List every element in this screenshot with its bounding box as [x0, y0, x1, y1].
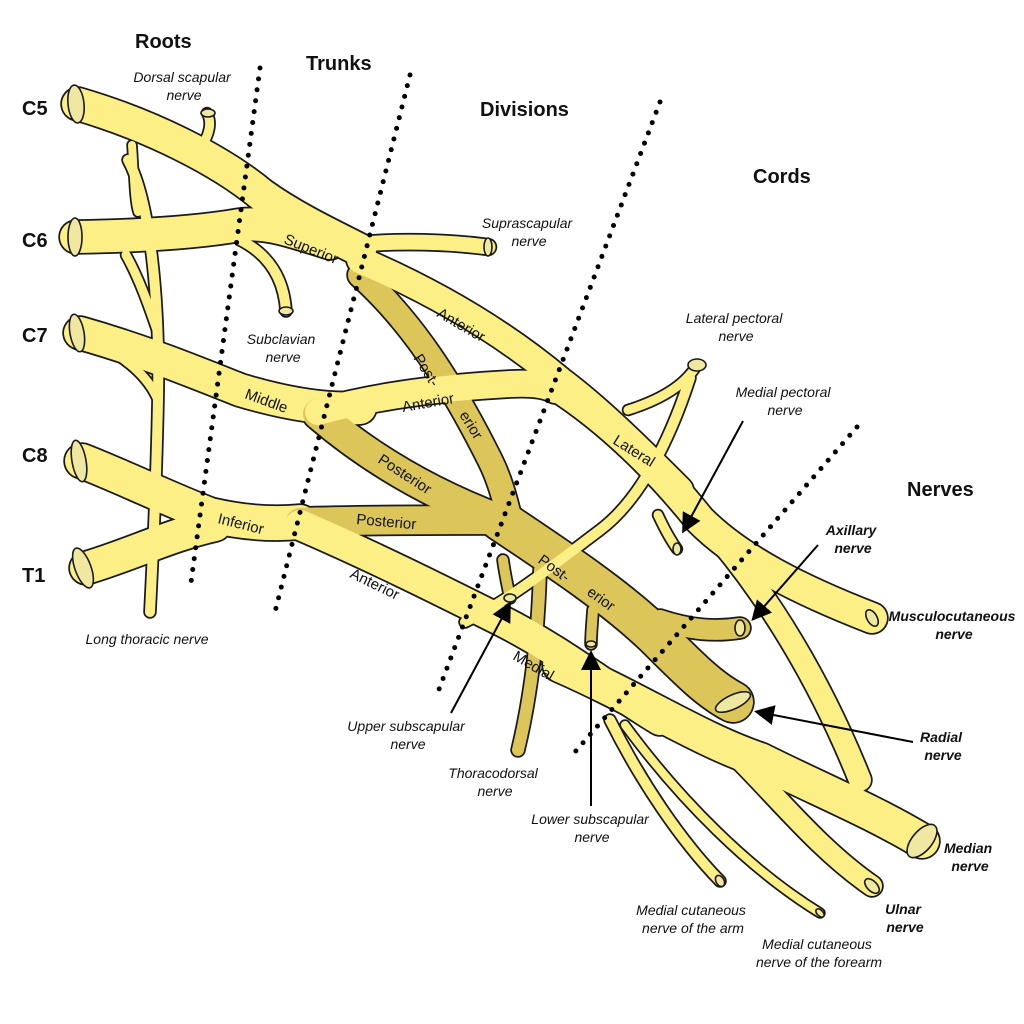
c6-root: [60, 208, 346, 259]
medial-pectoral-arrow: [682, 420, 744, 534]
medial-cutaneous-forearm-label: Medial cutaneous nerve of the forearm: [756, 936, 882, 970]
t1-root-cap: [71, 547, 95, 589]
suprascapular-nerve: [342, 234, 496, 255]
medial-cutaneous-arm: [605, 715, 725, 886]
medial-pectoral-cap: [672, 542, 682, 556]
musculocutaneous-cap: [864, 609, 880, 627]
roots-trunks-divider: [187, 65, 263, 593]
c8-root: [65, 444, 317, 541]
pointer-arrows: [450, 420, 914, 806]
nerve-fills: [60, 88, 939, 917]
long-thoracic-label: Long thoracic nerve: [86, 631, 209, 647]
musculo-lateral-median-root: [709, 529, 871, 791]
posterior-cord: [480, 500, 753, 722]
nerves-header: Nerves: [907, 479, 974, 501]
median-nerve-label: Median nerve: [944, 840, 996, 874]
c7-root-cap: [68, 313, 86, 353]
lateral-pectoral-label: Lateral pectoral nerve: [686, 310, 786, 344]
axillary-nerve-label: Axillary nerve: [825, 522, 880, 556]
axillary-nerve: [650, 610, 750, 640]
c5-long-thoracic-branch: [128, 141, 142, 216]
thoracodorsal-label: Thoracodorsal nerve: [448, 765, 541, 799]
medial-cutaneous-forearm: [621, 721, 824, 917]
median-cap: [906, 823, 938, 859]
ulnar-nerve: [730, 750, 882, 896]
lateral-pectoral-cap: [687, 358, 707, 372]
ulnar-cap: [863, 877, 881, 895]
c5-label: C5: [22, 98, 48, 120]
subclavian-label: Subclavian nerve: [247, 331, 319, 365]
upper-subscapular-label: Upper subscapular nerve: [347, 718, 468, 752]
c7-label: C7: [22, 325, 48, 347]
t1-label: T1: [22, 565, 45, 587]
thoracodorsal-nerve: [512, 564, 546, 756]
medial-pectoral-label: Medial pectoral nerve: [736, 384, 835, 418]
medial-cord: [543, 648, 939, 858]
t1-root: [70, 509, 231, 584]
roots-header: Roots: [135, 31, 192, 53]
region-headers: Roots Trunks Divisions Cords Nerves: [135, 31, 974, 501]
musculocutaneous-nerve-label: Musculocutaneous nerve: [889, 608, 1020, 642]
c8-root-cap: [70, 439, 88, 483]
c6-root-cap: [67, 217, 83, 257]
long-thoracic-c6-branch: [121, 250, 162, 335]
radial-cap: [714, 690, 752, 714]
suprascapular-cap: [483, 237, 493, 257]
trunks-divisions-divider: [272, 72, 413, 615]
medial-cutaneous-arm-label: Medial cutaneous nerve of the arm: [636, 902, 750, 936]
dorsal-scapular-label: Dorsal scapular nerve: [133, 69, 234, 103]
ulnar-nerve-label: Ulnar nerve: [885, 901, 925, 935]
radial-nerve-label: Radial nerve: [920, 729, 966, 763]
subclavian-cap: [278, 306, 294, 316]
upper-subscapular-arrow: [450, 601, 511, 714]
radial-arrow: [754, 705, 914, 743]
region-dividers: [187, 65, 860, 755]
cords-header: Cords: [753, 166, 811, 188]
lower-subscapular-cap: [585, 640, 597, 648]
anterior-middle-division: [305, 370, 568, 425]
branch-labels: Dorsal scapular nerve Suprascapular nerv…: [86, 69, 883, 970]
suprascapular-label: Suprascapular nerve: [482, 215, 576, 249]
nerve-end-caps: [66, 84, 938, 918]
dorsal-scapular-cap: [200, 108, 216, 118]
trunks-header: Trunks: [306, 53, 372, 75]
axillary-cap: [734, 619, 746, 637]
c8-label: C8: [22, 445, 48, 467]
divisions-header: Divisions: [480, 99, 569, 121]
medial-cut-arm-cap: [714, 874, 726, 888]
terminal-nerve-labels: Axillary nerve Musculocutaneous nerve Ra…: [825, 522, 1020, 935]
c5-root-cap: [66, 84, 86, 124]
lower-subscapular-label: Lower subscapular nerve: [531, 811, 652, 845]
posterior-inferior-division-label: Posterior: [356, 511, 417, 533]
lower-subscapular-nerve: [586, 605, 598, 649]
axillary-arrow: [751, 544, 819, 622]
medial-cut-forearm-cap: [815, 908, 825, 918]
root-labels: C5 C6 C7 C8 T1: [22, 98, 48, 587]
subclavian-nerve: [235, 235, 291, 316]
upper-subscapular-cap: [503, 593, 517, 603]
superior-posterior-division: [348, 263, 522, 532]
c6-label: C6: [22, 230, 48, 252]
